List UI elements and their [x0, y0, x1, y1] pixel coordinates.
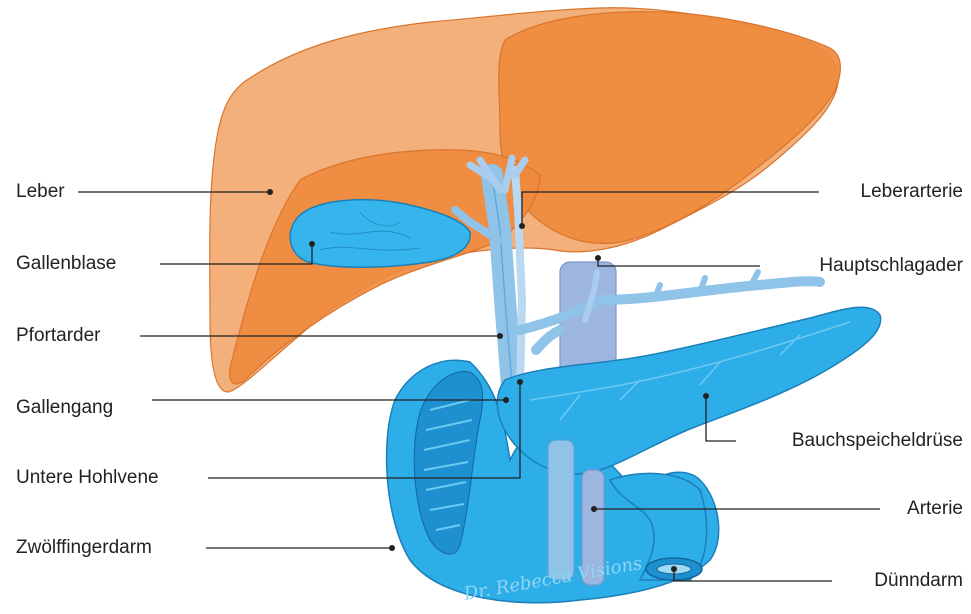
- liver-front-lobe: [499, 12, 841, 244]
- label-hauptschlagader: Hauptschlagader: [819, 255, 963, 277]
- label-untere-hohlvene: Untere Hohlvene: [16, 467, 159, 489]
- label-gallenblase: Gallenblase: [16, 253, 116, 275]
- label-zwoelffingerdarm: Zwölffingerdarm: [16, 537, 152, 559]
- label-leber: Leber: [16, 181, 65, 203]
- label-duenndarm: Dünndarm: [874, 570, 963, 592]
- label-gallengang: Gallengang: [16, 397, 113, 419]
- label-leberarterie: Leberarterie: [861, 181, 963, 203]
- label-bauchspeicheldruese: Bauchspeicheldrüse: [792, 430, 963, 452]
- label-arterie: Arterie: [907, 498, 963, 520]
- label-pfortarder: Pfortarder: [16, 325, 100, 347]
- leader-hauptschlagader: [598, 258, 760, 266]
